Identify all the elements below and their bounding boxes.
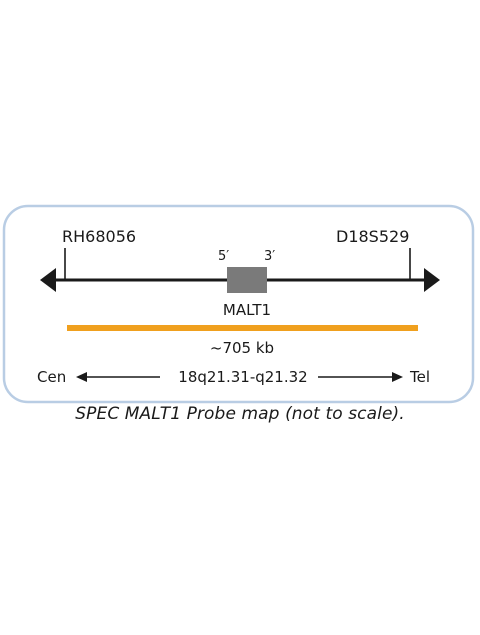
gene-label: MALT1 xyxy=(223,301,271,319)
telomere-label: Tel xyxy=(409,368,430,386)
diagram-frame xyxy=(2,204,475,404)
left-marker-label: RH68056 xyxy=(62,227,136,246)
arrow-left-head xyxy=(40,268,56,292)
centromere-label: Cen xyxy=(37,368,66,386)
five-prime-label: 5′ xyxy=(218,249,229,264)
centromere-arrow-head xyxy=(76,372,87,382)
three-prime-label: 3′ xyxy=(264,249,275,264)
arrow-right-head xyxy=(424,268,440,292)
chromosome-region-label: 18q21.31-q21.32 xyxy=(178,368,307,386)
malt1-gene-box xyxy=(227,267,267,293)
right-marker-label: D18S529 xyxy=(336,227,409,246)
figure-caption: SPEC MALT1 Probe map (not to scale). xyxy=(75,404,405,424)
probe-size-label: ~705 kb xyxy=(210,339,274,357)
probe-bar xyxy=(67,325,418,331)
telomere-arrow-head xyxy=(392,372,403,382)
